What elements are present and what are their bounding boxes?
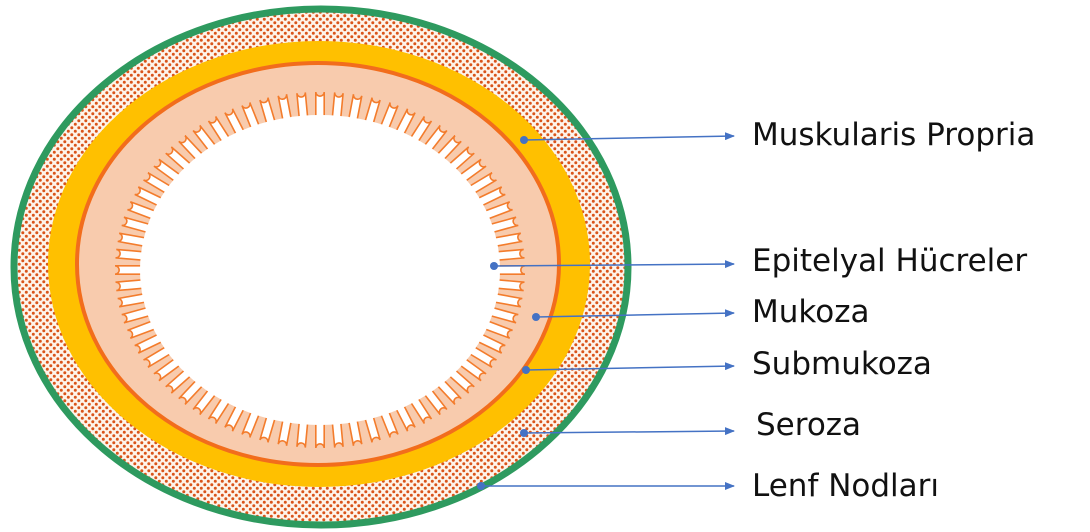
label-muskularis-propria: Muskularis Propria	[752, 120, 1035, 151]
arrow-origin-dot	[490, 262, 498, 270]
arrow-origin-dot	[520, 429, 528, 437]
label-mukoza: Mukoza	[752, 297, 869, 328]
arrow-origin-dot	[522, 366, 530, 374]
arrow-origin-dot	[532, 313, 540, 321]
lumen	[140, 115, 500, 425]
label-submukoza: Submukoza	[752, 349, 932, 380]
label-seroza: Seroza	[756, 410, 861, 441]
arrow-origin-dot	[477, 482, 485, 490]
label-epitelyal-hucreler: Epitelyal Hücreler	[752, 246, 1027, 277]
arrow-origin-dot	[520, 136, 528, 144]
label-lenf-nodlari: Lenf Nodları	[752, 471, 939, 502]
